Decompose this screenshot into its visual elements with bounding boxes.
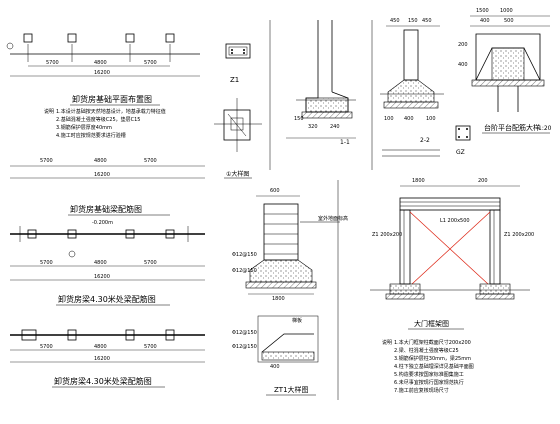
svg-text:5700: 5700 bbox=[40, 344, 53, 350]
gz-label: GZ bbox=[456, 149, 465, 156]
svg-text:5700: 5700 bbox=[144, 344, 157, 350]
svg-text:1500: 1500 bbox=[476, 8, 489, 14]
svg-text:1.本大门框架柱截面尺寸200x200: 1.本大门框架柱截面尺寸200x200 bbox=[394, 339, 471, 346]
elev-beam-plan-title: 卸货房梁4.30米处梁配筋图 bbox=[54, 376, 152, 386]
frame-beam-label: L1 200x500 bbox=[440, 218, 470, 224]
svg-text:400: 400 bbox=[458, 62, 468, 68]
dim-5700-a: 5700 bbox=[46, 60, 59, 66]
detail-1: ①大样图 bbox=[214, 98, 262, 179]
svg-text:200: 200 bbox=[458, 42, 468, 48]
footing-column bbox=[403, 29, 419, 81]
beam-plan-title: 卸货房基础梁配筋图 bbox=[70, 204, 142, 214]
svg-text:5700: 5700 bbox=[144, 260, 157, 266]
frame-column-left bbox=[399, 209, 411, 285]
dim-5700-b: 5700 bbox=[144, 60, 157, 66]
svg-text:1800: 1800 bbox=[412, 178, 425, 184]
svg-text:说明: 说明 bbox=[382, 339, 392, 346]
gate-plan-title: 卸货房基础平面布置图 bbox=[72, 94, 152, 104]
footing-pad bbox=[125, 33, 135, 43]
svg-text:Φ12@150: Φ12@150 bbox=[232, 330, 257, 336]
dim-total: 16200 bbox=[94, 70, 110, 76]
svg-text:16200: 16200 bbox=[94, 274, 110, 280]
svg-text:240: 240 bbox=[330, 124, 340, 130]
svg-text:4800: 4800 bbox=[94, 344, 107, 350]
footing-pad bbox=[165, 33, 175, 43]
frame-col-right-label: Z1 200x200 bbox=[504, 232, 534, 238]
svg-text:1000: 1000 bbox=[500, 8, 513, 14]
z1-label: Z1 bbox=[230, 76, 239, 84]
svg-text:3.钢筋保护层厚度40mm: 3.钢筋保护层厚度40mm bbox=[56, 124, 112, 131]
svg-text:500: 500 bbox=[504, 18, 514, 24]
footing-pad bbox=[23, 33, 33, 43]
svg-text:4.柱下独立基础埋深详见基础平面图: 4.柱下独立基础埋深详见基础平面图 bbox=[394, 363, 474, 370]
gate-plan-view: 5700 4800 5700 16200 卸货房基础平面布置图 说明 1.本设计… bbox=[6, 33, 200, 139]
stair-detail: 600 Φ12@150 Φ12@150 室外地面标高 1800 梯板 Φ12@1… bbox=[232, 188, 348, 396]
stair-detail-title: ZT1大样图 bbox=[274, 385, 309, 394]
footing-section: 450 150 450 100 400 100 2-2 bbox=[371, 18, 444, 170]
svg-text:5700: 5700 bbox=[40, 158, 53, 164]
svg-text:4800: 4800 bbox=[94, 158, 107, 164]
stair-callout: 室外地面标高 bbox=[318, 215, 348, 222]
svg-text:4800: 4800 bbox=[94, 260, 107, 266]
svg-text:说明: 说明 bbox=[44, 108, 54, 115]
gz-section: GZ bbox=[455, 125, 471, 156]
svg-text:Φ12@150: Φ12@150 bbox=[232, 252, 257, 258]
svg-text:2.梁、柱混凝土强度等级C25: 2.梁、柱混凝土强度等级C25 bbox=[394, 347, 459, 354]
stair-flight bbox=[263, 203, 299, 261]
svg-text:3.钢筋保护层柱30mm，梁25mm: 3.钢筋保护层柱30mm，梁25mm bbox=[394, 355, 471, 362]
svg-text:1800: 1800 bbox=[272, 296, 285, 302]
axis-bubble bbox=[6, 42, 14, 50]
detail-1-label: ①大样图 bbox=[226, 170, 249, 178]
svg-text:6.未尽事宜按现行国家规范执行: 6.未尽事宜按现行国家规范执行 bbox=[394, 379, 464, 386]
wall-section-label: 1-1 bbox=[340, 139, 350, 146]
svg-text:400: 400 bbox=[404, 116, 414, 122]
svg-text:100: 100 bbox=[426, 116, 436, 122]
frame-detail: 1800 200 L1 200x500 Z1 200x200 Z1 200x20… bbox=[337, 178, 534, 400]
svg-text:150: 150 bbox=[294, 116, 304, 122]
footing-section-label: 2-2 bbox=[420, 137, 430, 144]
elev-beam-plan-view: 5700 4800 5700 16200 卸货房梁4.30米处梁配筋图 bbox=[10, 329, 205, 388]
svg-text:5700: 5700 bbox=[40, 260, 53, 266]
dim-4800: 4800 bbox=[94, 60, 107, 66]
svg-text:Φ12@150: Φ12@150 bbox=[232, 344, 257, 350]
svg-text:Φ12@150: Φ12@150 bbox=[232, 268, 257, 274]
frame-beam bbox=[399, 197, 501, 211]
svg-text:200: 200 bbox=[478, 178, 488, 184]
gate-plan-notes: 说明 1.本设计基础按天然地基设计，地基承载力特征值 2.基础混凝土强度等级C2… bbox=[44, 108, 166, 139]
svg-text:400: 400 bbox=[270, 364, 280, 370]
elev-430-plan-title: 卸货房梁4.30米处梁配筋图 bbox=[58, 294, 156, 304]
platform-detail: 1500 1000 400 500 200 400 台阶平台配筋大样 1:20 bbox=[458, 8, 552, 134]
footing-pad bbox=[67, 33, 77, 43]
svg-text:5700: 5700 bbox=[144, 158, 157, 164]
svg-text:150: 150 bbox=[408, 18, 418, 24]
svg-text:2.基础混凝土强度等级C25，垫层C15: 2.基础混凝土强度等级C25，垫层C15 bbox=[56, 116, 140, 123]
svg-text:16200: 16200 bbox=[94, 172, 110, 178]
wall-section: 320 240 150 1-1 bbox=[269, 20, 356, 170]
frame-col-left-label: Z1 200x200 bbox=[372, 232, 402, 238]
z1-section: Z1 bbox=[225, 43, 251, 84]
svg-text:梯板: 梯板 bbox=[292, 317, 302, 324]
svg-text:400: 400 bbox=[480, 18, 490, 24]
platform-detail-scale: 1:20 bbox=[538, 125, 552, 132]
svg-text:450: 450 bbox=[390, 18, 400, 24]
svg-text:5.构造要求按国家标准图集施工: 5.构造要求按国家标准图集施工 bbox=[394, 371, 464, 378]
svg-text:320: 320 bbox=[308, 124, 318, 130]
svg-text:4.施工时应按规范要求进行验槽: 4.施工时应按规范要求进行验槽 bbox=[56, 132, 126, 139]
svg-text:7.施工前应复核现场尺寸: 7.施工前应复核现场尺寸 bbox=[394, 387, 449, 394]
svg-text:600: 600 bbox=[270, 188, 280, 194]
svg-text:1.本设计基础按天然地基设计，地基承载力特征值: 1.本设计基础按天然地基设计，地基承载力特征值 bbox=[56, 108, 166, 115]
beam-elevation: -0.200m bbox=[92, 220, 113, 226]
svg-text:450: 450 bbox=[422, 18, 432, 24]
platform-detail-title: 台阶平台配筋大样 bbox=[484, 123, 540, 132]
frame-column-right bbox=[489, 209, 501, 285]
beam-plan-view: 5700 4800 5700 16200 卸货房基础梁配筋图 -0.200m 5… bbox=[10, 158, 205, 306]
frame-detail-title: 大门框架图 bbox=[414, 319, 449, 328]
svg-text:100: 100 bbox=[384, 116, 394, 122]
svg-text:16200: 16200 bbox=[94, 356, 110, 362]
frame-notes: 说明 1.本大门框架柱截面尺寸200x200 2.梁、柱混凝土强度等级C25 3… bbox=[382, 339, 474, 394]
